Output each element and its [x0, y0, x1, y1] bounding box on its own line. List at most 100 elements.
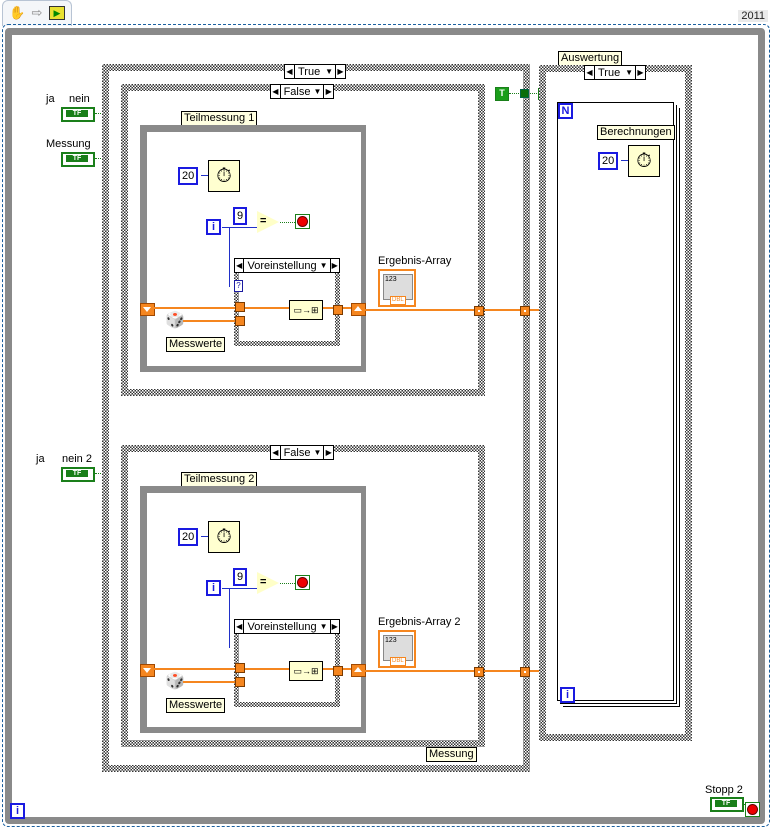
case-output-tunnel: [520, 667, 530, 677]
stopp2-boolean-control[interactable]: TF: [710, 797, 744, 812]
wait-ms-constant[interactable]: 20: [178, 167, 199, 185]
numeric-wire: [201, 175, 209, 176]
case-tunnel: [235, 302, 245, 312]
tools-palette-tab: ✋ ⇨ ▶: [2, 0, 72, 26]
numeric-wire: [621, 160, 629, 161]
equal-function-icon[interactable]: [257, 211, 279, 233]
increment-arrow-icon[interactable]: ▶: [329, 620, 339, 633]
increment-arrow-icon[interactable]: ▶: [335, 65, 345, 78]
messung-label: Messung: [46, 138, 91, 150]
berechnungen-for-loop: [557, 102, 674, 701]
dropdown-icon[interactable]: ▼: [319, 621, 328, 631]
messung-boolean-control[interactable]: TF: [61, 152, 95, 167]
ergebnis-array-label: Ergebnis-Array: [378, 255, 452, 267]
boolean-wire: [95, 158, 103, 159]
teilmessung2-label: Teilmessung 2: [181, 472, 258, 487]
voreinstellung-selector-1[interactable]: ◀Voreinstellung▼▶: [234, 258, 340, 273]
dropdown-icon[interactable]: ▼: [325, 66, 333, 76]
case-selector-terminal: ?: [234, 280, 243, 292]
decrement-arrow-icon[interactable]: ◀: [271, 446, 281, 459]
decrement-arrow-icon[interactable]: ◀: [285, 65, 295, 78]
array-wire: [365, 309, 565, 311]
case1-selector[interactable]: ◀False▼▶: [270, 84, 334, 99]
dropdown-icon[interactable]: ▼: [319, 260, 328, 270]
iteration-terminal: i: [206, 580, 221, 596]
vi-icon[interactable]: ▶: [49, 6, 65, 20]
decrement-arrow-icon[interactable]: ◀: [235, 259, 245, 272]
case-output-tunnel: [474, 667, 484, 677]
case-tunnel: [235, 677, 245, 687]
hand-tool-icon[interactable]: ✋: [9, 5, 26, 20]
numeric-wire: [229, 588, 230, 648]
main-while-loop: [5, 28, 765, 824]
array-wire: [153, 668, 353, 670]
loop-tunnel: [520, 89, 529, 98]
case-tunnel: [235, 316, 245, 326]
case-tunnel: [333, 666, 343, 676]
increment-arrow-icon[interactable]: ▶: [635, 66, 645, 79]
teilmessung1-while-loop: [140, 125, 366, 372]
auswertung-label: Auswertung: [558, 51, 623, 66]
case2-selector[interactable]: ◀False▼▶: [270, 445, 334, 460]
block-diagram-frame: [2, 24, 770, 827]
stopp2-label: Stopp 2: [705, 784, 743, 796]
equal-sign: =: [260, 576, 267, 588]
case-tunnel: [235, 663, 245, 673]
auswertung-selector[interactable]: ◀True▼▶: [584, 65, 646, 80]
ja-label-2: ja: [36, 453, 45, 465]
voreinstellung-selector-2[interactable]: ◀Voreinstellung▼▶: [234, 619, 340, 634]
equal-sign: =: [260, 215, 267, 227]
nein-boolean-control[interactable]: TF: [61, 107, 95, 122]
compare-constant[interactable]: 9: [233, 207, 248, 225]
decrement-arrow-icon[interactable]: ◀: [271, 85, 281, 98]
wait-ms-constant[interactable]: 20: [598, 152, 619, 170]
loop-stop-terminal: [295, 214, 310, 229]
random-number-icon[interactable]: 🎲: [165, 673, 185, 690]
wait-metronome-icon[interactable]: ⏱: [628, 145, 660, 177]
for-iteration-terminal: i: [560, 687, 575, 703]
true-constant[interactable]: T: [495, 87, 509, 101]
array-wire: [365, 670, 565, 672]
compare-constant[interactable]: 9: [233, 568, 248, 586]
berechnungen-label: Berechnungen: [597, 125, 675, 140]
decrement-arrow-icon[interactable]: ◀: [235, 620, 245, 633]
ergebnis-array-indicator[interactable]: 123 DBL: [378, 269, 416, 307]
increment-arrow-icon[interactable]: ▶: [329, 259, 339, 272]
random-number-icon[interactable]: 🎲: [165, 312, 185, 329]
case-output-tunnel: [520, 306, 530, 316]
numeric-wire: [222, 227, 258, 228]
loop-count-terminal: N: [558, 103, 573, 119]
shift-register-left: [140, 664, 155, 677]
build-array-icon[interactable]: ▭→⊞: [289, 661, 323, 681]
iteration-terminal: i: [206, 219, 221, 235]
number-wire: [183, 320, 238, 322]
teilmessung1-label: Teilmessung 1: [181, 111, 258, 126]
outer-case-selector[interactable]: ◀True▼▶: [284, 64, 346, 79]
dropdown-icon[interactable]: ▼: [625, 67, 633, 77]
build-array-icon[interactable]: ▭→⊞: [289, 300, 323, 320]
boolean-wire: [280, 222, 295, 223]
nein2-label: nein 2: [62, 453, 92, 465]
ergebnis-array2-label: Ergebnis-Array 2: [378, 616, 461, 628]
arrow-tool-icon[interactable]: ⇨: [31, 5, 43, 20]
outer-case-label: Messung: [426, 747, 477, 762]
increment-arrow-icon[interactable]: ▶: [323, 446, 333, 459]
decrement-arrow-icon[interactable]: ◀: [585, 66, 595, 79]
loop-stop-terminal: [295, 575, 310, 590]
numeric-wire: [229, 227, 230, 287]
messwerte-label: Messwerte: [166, 337, 226, 352]
wait-metronome-icon[interactable]: ⏱: [208, 160, 240, 192]
wait-ms-constant[interactable]: 20: [178, 528, 199, 546]
wait-metronome-icon[interactable]: ⏱: [208, 521, 240, 553]
case-output-tunnel: [474, 306, 484, 316]
shift-register-left: [140, 303, 155, 316]
number-wire: [183, 681, 238, 683]
increment-arrow-icon[interactable]: ▶: [323, 85, 333, 98]
boolean-wire: [280, 583, 295, 584]
main-iteration-terminal: i: [10, 803, 25, 819]
dropdown-icon[interactable]: ▼: [313, 447, 322, 457]
ergebnis-array2-indicator[interactable]: 123 DBL: [378, 630, 416, 668]
dropdown-icon[interactable]: ▼: [313, 86, 322, 96]
equal-function-icon[interactable]: [257, 572, 279, 594]
nein2-boolean-control[interactable]: TF: [61, 467, 95, 482]
